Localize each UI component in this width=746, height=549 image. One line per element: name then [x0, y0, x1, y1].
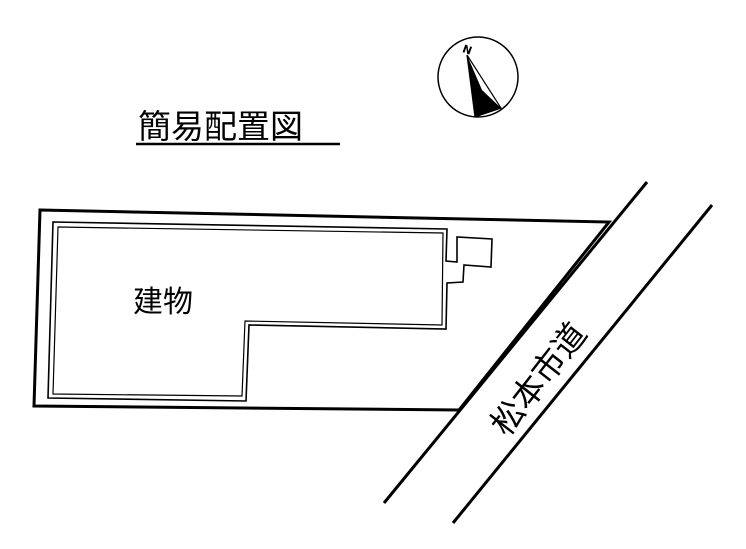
- building-outline-outer: [47, 221, 493, 402]
- building-label: 建物: [133, 285, 193, 320]
- title-group: 簡易配置図: [136, 107, 340, 146]
- compass-needle-filled: [467, 55, 501, 117]
- page-title: 簡易配置図: [138, 107, 303, 146]
- building-outline-inner: [52, 226, 444, 397]
- north-compass-icon: N: [437, 36, 519, 118]
- compass-north-letter: N: [461, 42, 474, 57]
- compass-circle: [437, 36, 519, 118]
- road-edge-left: [382, 181, 649, 504]
- road-edge-right: [451, 204, 714, 524]
- road-label: 松本市道: [483, 315, 595, 443]
